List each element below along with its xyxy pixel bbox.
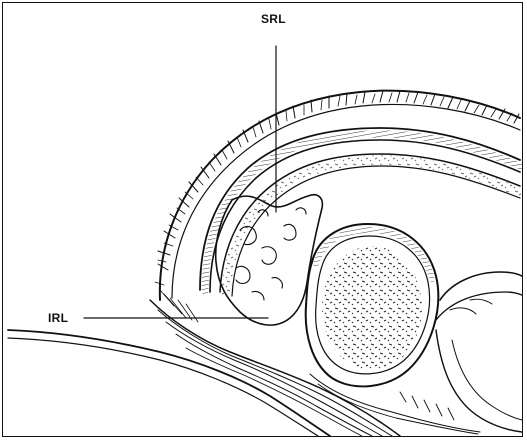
srl-label: SRL [261, 12, 286, 26]
central-oval-body [306, 224, 439, 386]
irl-label: IRL [48, 311, 68, 325]
right-structures [436, 272, 524, 432]
